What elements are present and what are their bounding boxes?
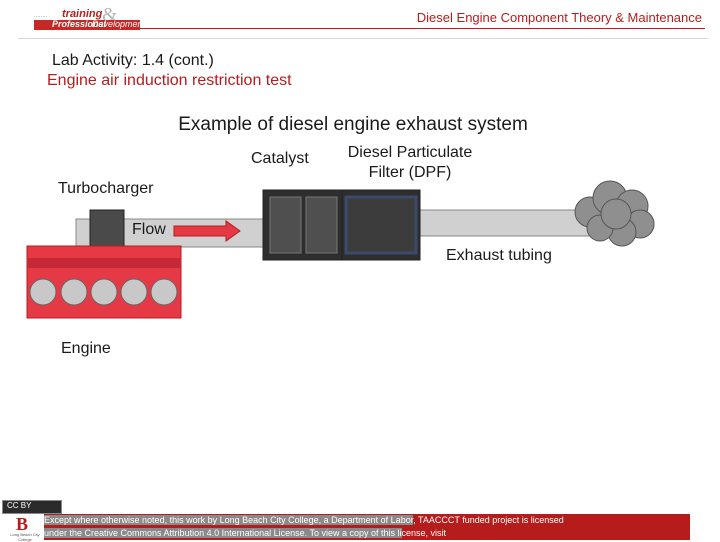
lbcc-logo: B Long Beach City College xyxy=(10,514,39,542)
label-exhaust-tubing: Exhaust tubing xyxy=(446,247,552,264)
catalyst-element-2 xyxy=(305,196,338,254)
header-underline xyxy=(18,38,708,39)
creative-commons-badge: CC BY xyxy=(2,500,62,514)
lbcc-logo-mark: B xyxy=(16,514,29,534)
course-title: Diesel Engine Component Theory & Mainten… xyxy=(416,10,702,25)
label-flow: Flow xyxy=(132,221,166,238)
label-turbocharger: Turbocharger xyxy=(58,180,154,197)
engine-block-top-band xyxy=(27,258,181,268)
exhaust-smoke-cloud xyxy=(574,180,655,247)
label-dpf: Diesel Particulate Filter (DPF) xyxy=(340,143,480,183)
dpf-element xyxy=(344,195,418,255)
lab-subtitle: Engine air induction restriction test xyxy=(47,72,292,89)
logo-prefix: ········ xyxy=(34,14,48,20)
license-line-1-part-a: Except where otherwise noted, this work … xyxy=(44,515,414,525)
logo-word-training: training xyxy=(62,8,103,20)
label-dpf-line1: Diesel Particulate xyxy=(347,144,473,161)
label-catalyst: Catalyst xyxy=(251,150,309,167)
lbcc-logo-text: Long Beach City College xyxy=(10,532,40,542)
lab-activity-title: Lab Activity: 1.4 (cont.) xyxy=(52,52,214,69)
flow-arrow xyxy=(173,220,241,242)
training-development-logo: ········ training & Professional Develop… xyxy=(34,4,145,30)
license-line-2: under the Creative Commons Attribution 4… xyxy=(44,527,690,540)
license-line-1: Except where otherwise noted, this work … xyxy=(44,514,690,527)
license-line-2-part-b: cense, visit xyxy=(401,528,447,538)
license-footer: Except where otherwise noted, this work … xyxy=(44,514,690,540)
diagram-title: Example of diesel engine exhaust system xyxy=(178,114,528,135)
license-link[interactable]: http://creativecommons.org/licenses/by/4… xyxy=(448,528,622,538)
header-divider xyxy=(140,28,705,29)
engine-cylinders xyxy=(29,278,178,306)
license-line-1-part-b: , TAACCCT funded project is licensed xyxy=(413,515,564,525)
logo-word-development: Development xyxy=(92,19,146,29)
cc-badge-text: CC BY xyxy=(7,501,32,510)
license-line-2-part-a: under the Creative Commons Attribution 4… xyxy=(44,528,402,538)
label-engine: Engine xyxy=(61,340,111,357)
logo-banner: Professional Development xyxy=(34,19,145,30)
label-dpf-line2: Filter (DPF) xyxy=(368,164,452,181)
catalyst-element-1 xyxy=(269,196,302,254)
logo-word-professional: Professional xyxy=(52,19,107,29)
